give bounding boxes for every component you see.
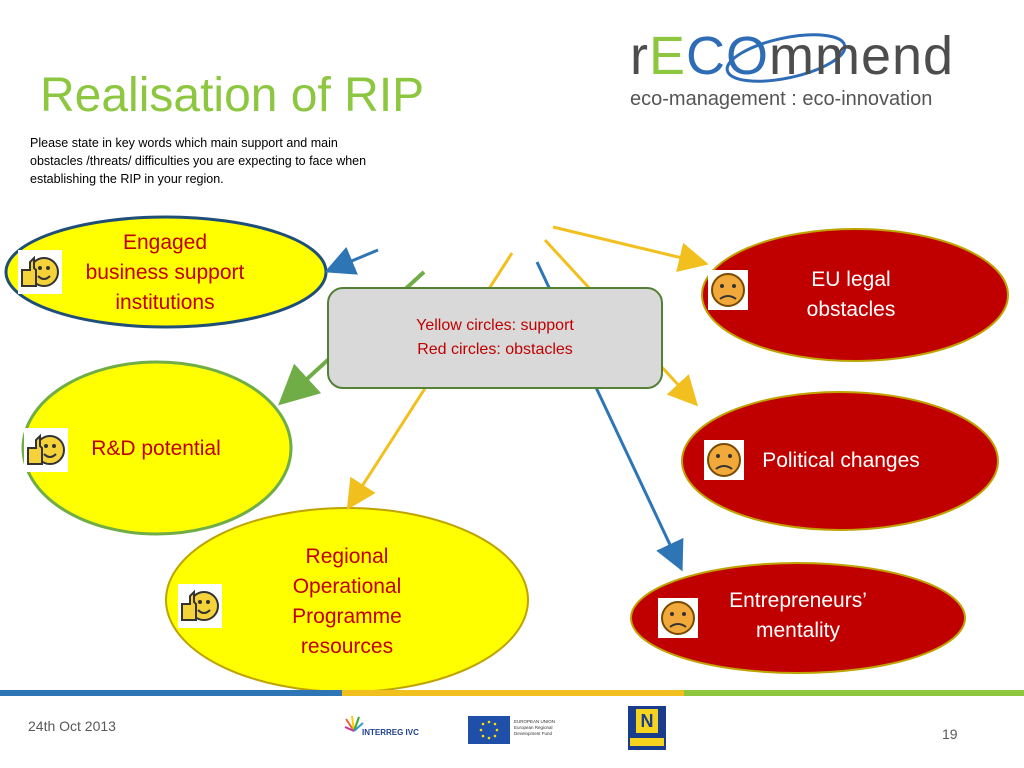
recommend-logo: rECOmmend eco-management : eco-innovatio… <box>628 22 978 114</box>
legend-obstacles-text: Red circles: obstacles <box>417 341 573 358</box>
legend-box: Yellow circles: support Red circles: obs… <box>327 287 663 389</box>
eu-ellipse <box>701 228 1009 362</box>
instructions-text: Please state in key words which main sup… <box>30 136 367 186</box>
logo-tagline: eco-management : eco-innovation <box>630 88 933 110</box>
footer-date: 24th Oct 2013 <box>28 718 116 734</box>
thumbs-up-smiley-icon <box>18 250 62 294</box>
arrow-to-engaged <box>324 246 379 275</box>
rd-ellipse <box>21 360 293 536</box>
footer-bar-blue <box>0 690 342 696</box>
lower-austria-logo: N <box>628 706 666 750</box>
logo-wordmark: rECOmmend <box>630 26 955 86</box>
thumbs-up-smiley-icon <box>178 584 222 628</box>
rop-label: Regional Operational Programme resources <box>292 545 402 658</box>
interreg-logo: INTERREG IVC <box>344 713 432 747</box>
footer-bar-green <box>684 690 1024 696</box>
footer-bar-yellow <box>342 690 684 696</box>
political-label: Political changes <box>762 449 920 472</box>
eu-flag-icon <box>468 716 510 744</box>
interreg-text: INTERREG IVC <box>362 728 419 737</box>
logo-swoosh-icon <box>725 33 847 83</box>
rd-label: R&D potential <box>91 437 221 460</box>
entrepreneurs-ellipse <box>630 562 966 674</box>
engaged-label: Engaged business support institutions <box>85 231 245 314</box>
thumbs-up-smiley-icon <box>24 428 68 472</box>
page-number: 19 <box>942 726 958 742</box>
interreg-burst-icon <box>344 715 364 732</box>
sad-smiley-icon <box>708 270 748 310</box>
eu-fund-text: EUROPEAN UNION European Regional Develop… <box>514 719 556 736</box>
eu-label: EU legal obstacles <box>806 268 896 321</box>
political-ellipse <box>681 391 999 531</box>
sad-smiley-icon <box>658 598 698 638</box>
slide-title: Realisation of RIP <box>40 69 425 122</box>
arrow-to-eu <box>552 225 709 272</box>
entrepreneurs-label: Entrepreneurs’ mentality <box>729 589 867 642</box>
sad-smiley-icon <box>704 440 744 480</box>
legend-support-text: Yellow circles: support <box>416 317 574 334</box>
